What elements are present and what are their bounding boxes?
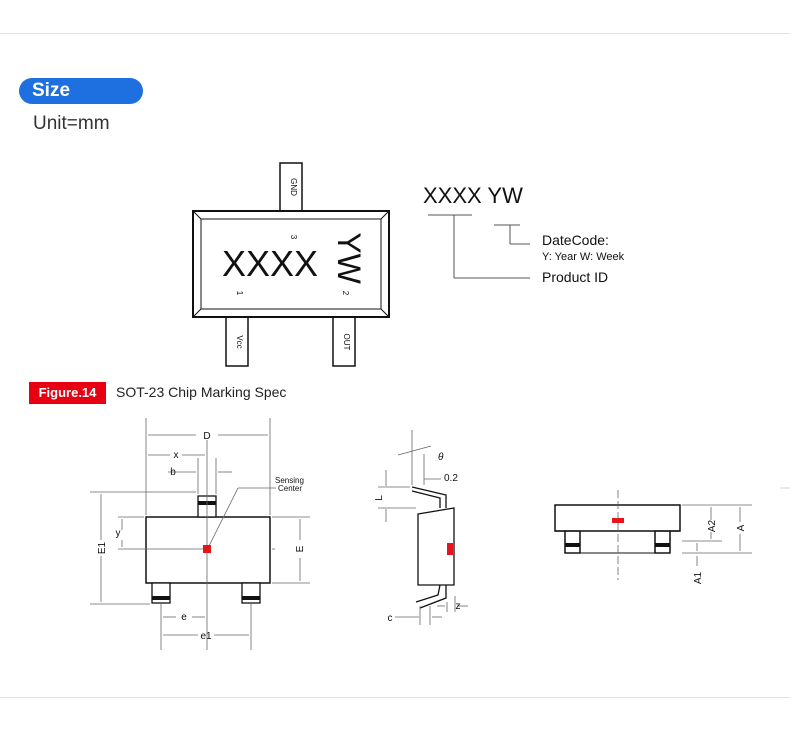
body-code: XXXX — [222, 243, 318, 284]
gnd-label: GND — [289, 178, 298, 196]
pin-number-3: 3 — [289, 235, 298, 240]
figure-badge: Figure.14 — [29, 382, 106, 404]
end-view-outline — [554, 504, 681, 554]
sensing-label-2: Center — [278, 484, 302, 493]
dim-e1-vertical: E1 — [97, 541, 108, 554]
end-view-dimension-lines — [617, 487, 790, 580]
dim-a2: A2 — [707, 519, 718, 532]
dim-lead: 0.2 — [444, 473, 458, 484]
dim-y: y — [116, 528, 121, 539]
size-heading: Size — [19, 78, 143, 104]
sensing-center-marker — [203, 545, 211, 553]
chip-marking-diagram — [192, 162, 390, 367]
product-id-label: Product ID — [542, 269, 608, 285]
top-view-outline — [145, 495, 271, 604]
legend-leaders — [428, 214, 530, 279]
pin-number-1: 1 — [235, 291, 244, 296]
datecode-detail: Y: Year W: Week — [542, 251, 625, 263]
body-datecode: YW — [331, 232, 367, 284]
end-sensing-marker — [612, 518, 624, 523]
bottom-divider — [0, 697, 790, 698]
dim-d: D — [203, 431, 210, 442]
datecode-label: DateCode: — [542, 232, 609, 248]
dim-pitch-e: e — [181, 612, 187, 623]
chip-body-inner — [200, 218, 382, 310]
dim-pitch-e1: e1 — [200, 631, 212, 642]
vcc-label: Vcc — [235, 335, 244, 348]
dim-x: x — [174, 450, 179, 461]
dim-b: b — [170, 467, 176, 478]
dim-e: E — [295, 545, 306, 552]
chip-body — [192, 210, 390, 318]
figure-caption: SOT-23 Chip Marking Spec — [116, 384, 287, 400]
top-divider — [0, 33, 790, 34]
legend-code: XXXX YW — [423, 183, 523, 208]
dim-a: A — [736, 524, 747, 531]
top-view-dimension-lines — [90, 418, 310, 650]
side-view-outline — [411, 486, 455, 609]
pin-number-2: 2 — [341, 291, 350, 296]
sensing-label-1: Sensing — [275, 476, 304, 485]
dim-theta: θ — [438, 452, 444, 463]
dim-c: c — [388, 613, 393, 624]
unit-label: Unit=mm — [33, 113, 110, 134]
dim-z: z — [456, 601, 461, 612]
side-sensing-marker — [447, 543, 453, 555]
out-label: OUT — [342, 334, 351, 351]
dim-l: L — [374, 495, 385, 501]
dim-a1: A1 — [693, 571, 704, 584]
side-view-dimension-lines — [378, 430, 468, 625]
